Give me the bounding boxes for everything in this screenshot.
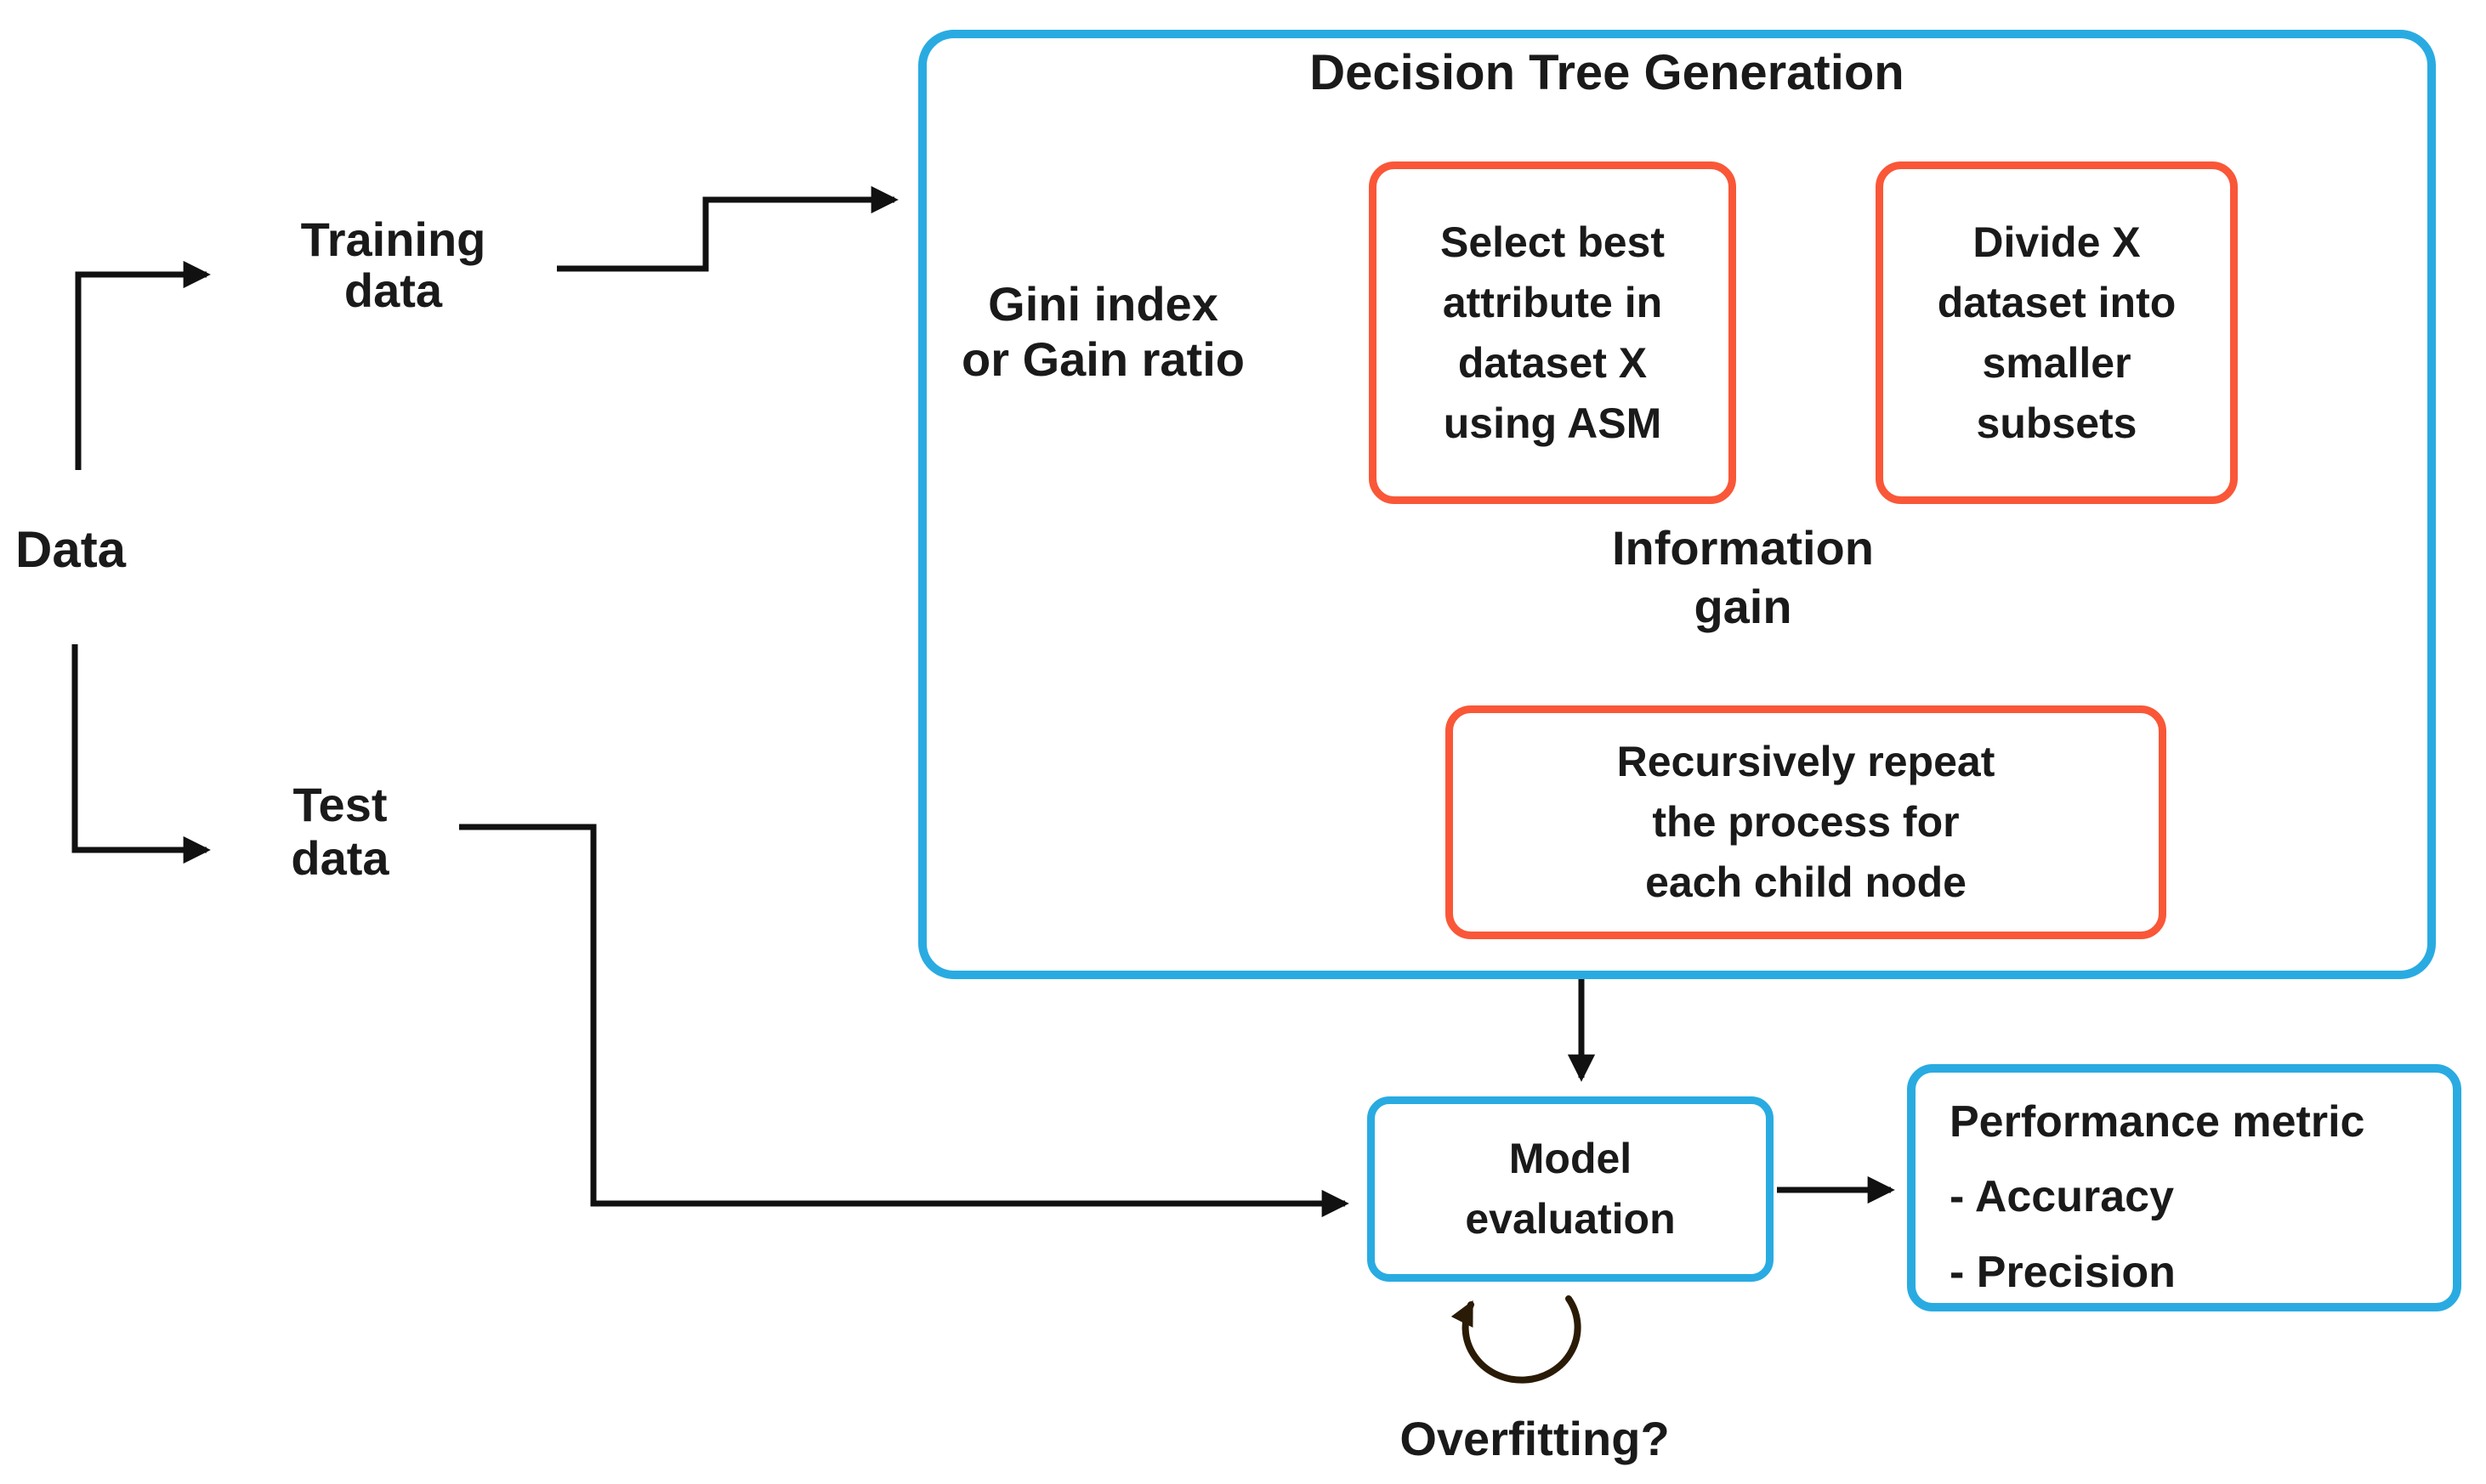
node-divide-dataset: Divide X dataset into smaller subsets [1876, 161, 2238, 504]
data-label: Data [15, 521, 127, 578]
overfitting-self-loop-arrow [1450, 1295, 1581, 1384]
arrow-training-to-generation-box [557, 185, 899, 272]
node-performance-metric: Performance metric - Accuracy - Precisio… [1907, 1064, 2461, 1311]
node-recursively-repeat: Recursively repeat the process for each … [1445, 705, 2166, 939]
gini-index-gain-ratio-label: Gini index or Gain ratio [962, 277, 1245, 386]
node-model-evaluation: Model evaluation [1367, 1096, 1774, 1282]
node-select-best-attribute: Select best attribute in dataset X using… [1369, 161, 1736, 504]
container-title: Decision Tree Generation [1309, 45, 1904, 100]
overfitting-label: Overfitting? [1399, 1412, 1670, 1465]
test-data-label: Test data [291, 778, 389, 885]
information-gain-label: Information gain [1612, 521, 1874, 634]
arrow-data-to-training [75, 260, 211, 470]
arrow-data-to-test [71, 644, 211, 864]
training-data-label: Training data [300, 212, 486, 318]
